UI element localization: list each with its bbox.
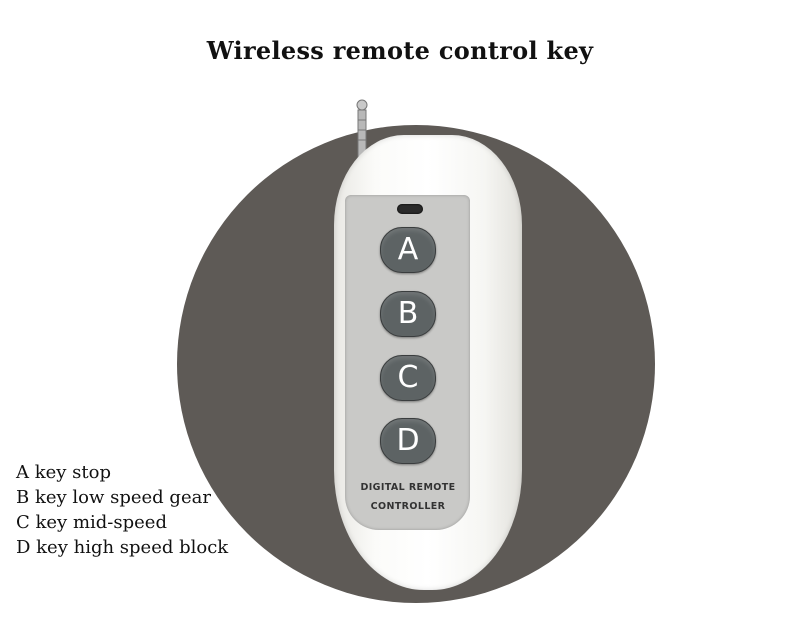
legend-item-d: D key high speed block — [16, 537, 229, 558]
key-legend: A key stop B key low speed gear C key mi… — [16, 460, 228, 560]
brand-label: DIGITAL REMOTE CONTROLLER — [352, 478, 464, 516]
legend-item-b: B key low speed gear — [16, 487, 211, 508]
antenna-icon — [356, 99, 368, 170]
led-indicator — [397, 204, 423, 214]
key-b-button[interactable]: B — [380, 291, 436, 337]
brand-line-2: CONTROLLER — [370, 501, 446, 512]
legend-item-c: C key mid-speed — [16, 512, 167, 533]
brand-line-1: DIGITAL REMOTE — [360, 482, 456, 493]
key-a-button[interactable]: A — [380, 227, 436, 273]
page-title: Wireless remote control key — [206, 36, 594, 65]
legend-item-a: A key stop — [16, 462, 112, 483]
key-d-button[interactable]: D — [380, 418, 436, 464]
key-c-button[interactable]: C — [380, 355, 436, 401]
